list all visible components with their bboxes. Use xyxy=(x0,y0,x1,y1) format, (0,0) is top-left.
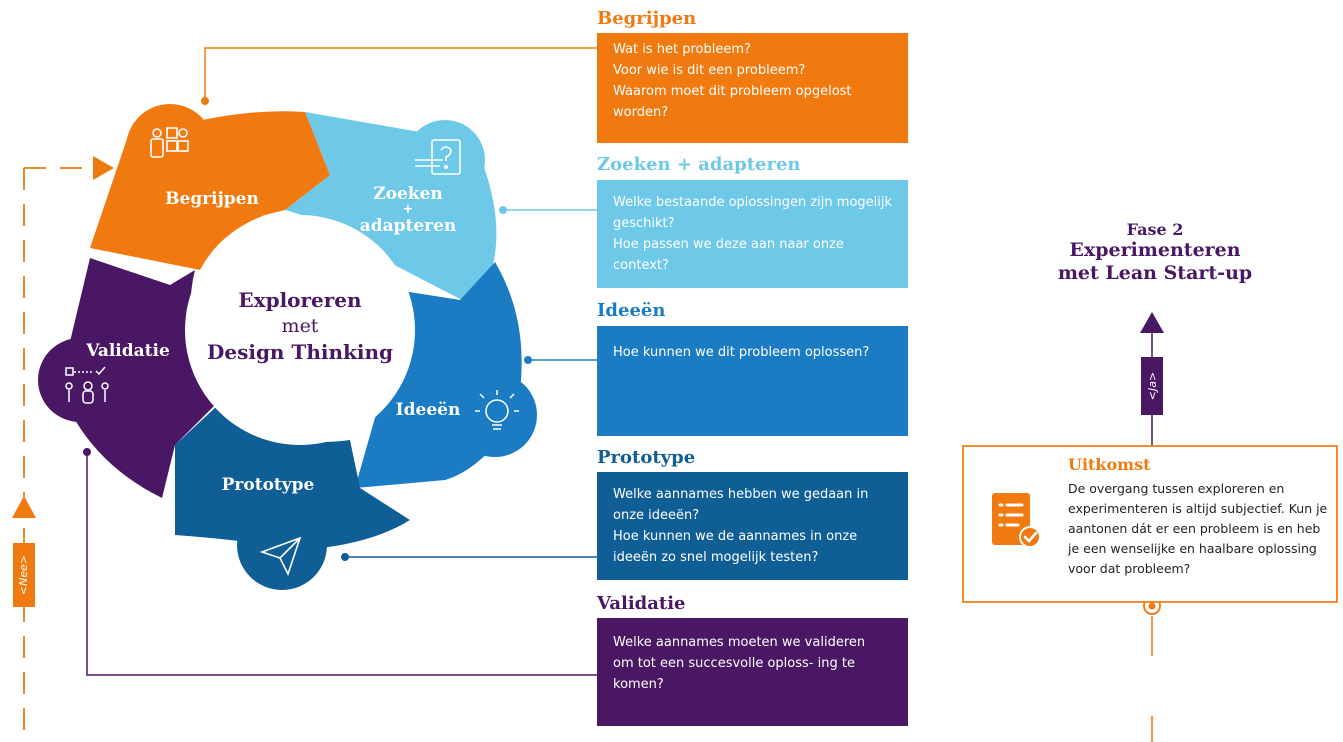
phase-box-begrijpen: Wat is het probleem? Voor wie is dit een… xyxy=(597,33,908,143)
segment-label-validatie: Validatie xyxy=(85,341,170,361)
segment-label-zoeken-1: Zoeken xyxy=(373,184,443,204)
segment-label-prototype: Prototype xyxy=(222,475,315,495)
uitkomst-box: Uitkomst De overgang tussen exploreren e… xyxy=(962,445,1338,603)
ja-label-box xyxy=(1141,357,1163,415)
loop-arrowhead-up xyxy=(12,496,36,518)
question: Wat is het probleem? xyxy=(613,42,751,57)
nee-label-box xyxy=(13,543,35,607)
phase-box-prototype: Welke aannames hebben we gedaan in onze … xyxy=(597,472,908,580)
question: Hoe kunnen we dit probleem oplossen? xyxy=(613,345,870,360)
validation-people-icon xyxy=(65,366,109,404)
phase-title-prototype: Prototype xyxy=(597,447,696,468)
connector-begrijpen xyxy=(204,47,597,100)
cycle-segments xyxy=(38,104,537,590)
phase-box-validatie: Welke aannames moeten we valideren om to… xyxy=(597,618,908,726)
people-puzzle-icon xyxy=(150,127,189,158)
phase2-arrowhead xyxy=(1140,312,1164,333)
connector-dot-ideeen xyxy=(524,356,532,364)
connector-validatie xyxy=(86,452,597,676)
question: Waarom moet dit probleem opgelost worden… xyxy=(613,84,852,120)
segment-prototype xyxy=(175,405,410,550)
phase-box-ideeen: Hoe kunnen we dit probleem oplossen? xyxy=(597,326,908,436)
segment-label-begrijpen: Begrijpen xyxy=(165,189,259,209)
fase2-line-3: met Lean Start-up xyxy=(1057,262,1253,284)
lightbulb-brain-icon xyxy=(475,390,519,430)
center-line-3: Design Thinking xyxy=(207,340,393,364)
question: Voor wie is dit een probleem? xyxy=(613,63,806,78)
question: Welke aannames moeten we valideren om to… xyxy=(613,635,866,692)
connector-dot-zoeken xyxy=(499,206,507,214)
segment-validatie xyxy=(62,258,216,498)
connector-lines xyxy=(83,47,597,676)
nee-label: <Nee> xyxy=(17,555,30,595)
phase-title-validatie: Validatie xyxy=(597,593,686,614)
document-question-icon xyxy=(415,139,461,175)
question: Hoe kunnen we de aannames in onze ideeën… xyxy=(613,529,858,565)
fase2-line-1: Fase 2 xyxy=(1126,220,1184,239)
loop-arrowhead-right xyxy=(93,156,114,180)
ja-label: <Ja> xyxy=(1146,372,1159,400)
uitkomst-text: De overgang tussen exploreren en experim… xyxy=(1068,481,1328,576)
center-line-1: Exploreren xyxy=(238,288,362,312)
phase-title-begrijpen: Begrijpen xyxy=(597,8,697,29)
segment-label-ideeen: Ideeën xyxy=(396,400,461,420)
connector-dot-begrijpen xyxy=(201,97,209,105)
phase-title-zoeken: Zoeken + adapteren xyxy=(597,154,801,175)
connector-dot-validatie xyxy=(83,448,91,456)
checklist-icon xyxy=(992,493,1041,548)
phase-title-ideeen: Ideeën xyxy=(597,300,666,321)
segment-label-zoeken-3: adapteren xyxy=(360,216,457,236)
fase2-line-2: Experimenteren xyxy=(1069,239,1241,261)
uitkomst-title: Uitkomst xyxy=(1068,455,1151,474)
segment-label-zoeken-2: + xyxy=(403,202,414,217)
phase-box-zoeken: Welke bestaande oplossingen zijn mogelij… xyxy=(597,180,908,288)
center-line-2: met xyxy=(282,315,319,337)
feedback-loop xyxy=(12,156,114,742)
question: Welke bestaande oplossingen zijn mogelij… xyxy=(613,195,893,231)
question: Welke aannames hebben we gedaan in onze … xyxy=(613,487,869,523)
center-circle xyxy=(185,215,415,445)
connector-dot-prototype xyxy=(341,553,349,561)
paper-plane-icon xyxy=(259,536,302,577)
fase2-heading: Fase 2 Experimenteren met Lean Start-up xyxy=(1010,220,1300,285)
question: Hoe passen we deze aan naar onze context… xyxy=(613,237,844,273)
